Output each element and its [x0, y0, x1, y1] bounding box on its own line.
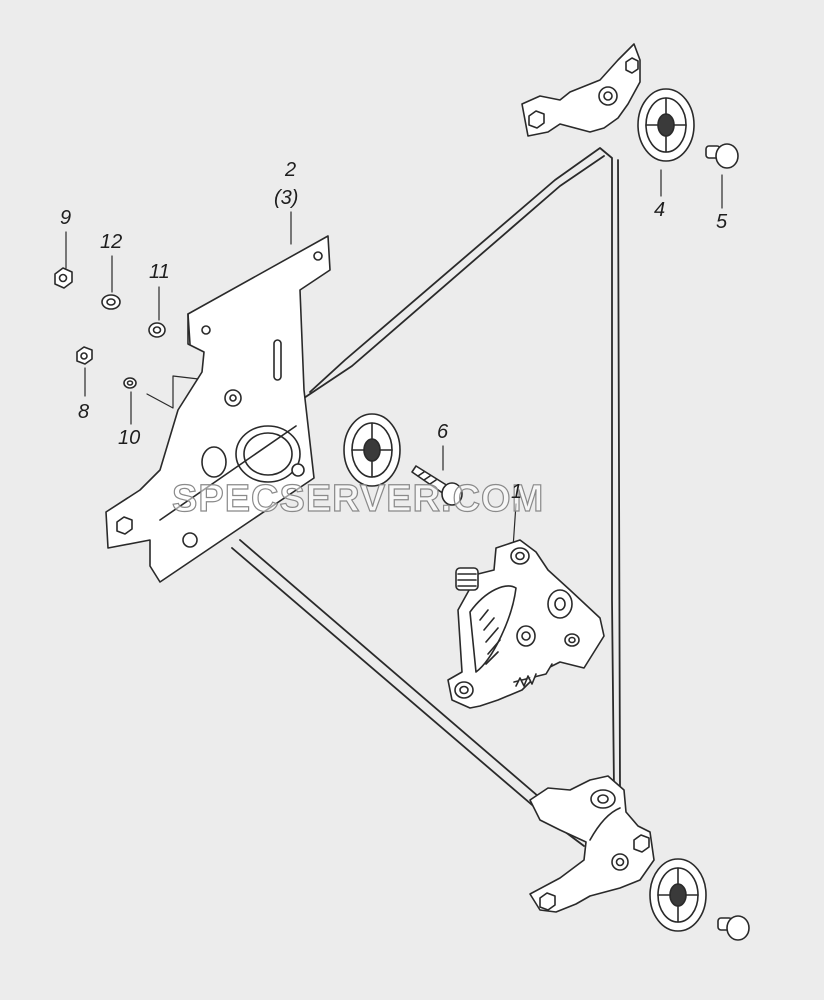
axle-lower [717, 915, 750, 941]
washer-12 [101, 294, 121, 310]
callout-8: 8 [78, 401, 90, 423]
callout-12: 12 [100, 231, 123, 253]
lower-pulley-bracket [529, 775, 655, 913]
watermark-text: SPECSERVER.COM [171, 477, 545, 520]
washer-11 [148, 322, 166, 338]
callout-6: 6 [437, 421, 449, 443]
regulator-gear-mechanism [447, 539, 605, 709]
callout-1: 1 [511, 481, 523, 503]
stud-6 [411, 465, 463, 506]
callout-9: 9 [60, 207, 72, 229]
callout-3: (3) [274, 187, 299, 209]
mounting-plate [105, 235, 331, 583]
roller-4 [637, 88, 695, 162]
washer-10 [123, 377, 137, 389]
callout-4: 4 [654, 199, 666, 221]
axle-5 [705, 143, 739, 169]
callout-11: 11 [149, 261, 170, 283]
callout-2: 2 [285, 159, 297, 181]
leader-lines [65, 169, 723, 549]
guide-roller-middle [343, 413, 401, 487]
hex-nut-8 [76, 346, 93, 365]
roller-lower [649, 858, 707, 932]
upper-pulley-bracket [521, 43, 641, 137]
callout-10: 10 [118, 427, 141, 449]
hex-nut-9 [54, 267, 73, 289]
callout-5: 5 [716, 211, 728, 233]
